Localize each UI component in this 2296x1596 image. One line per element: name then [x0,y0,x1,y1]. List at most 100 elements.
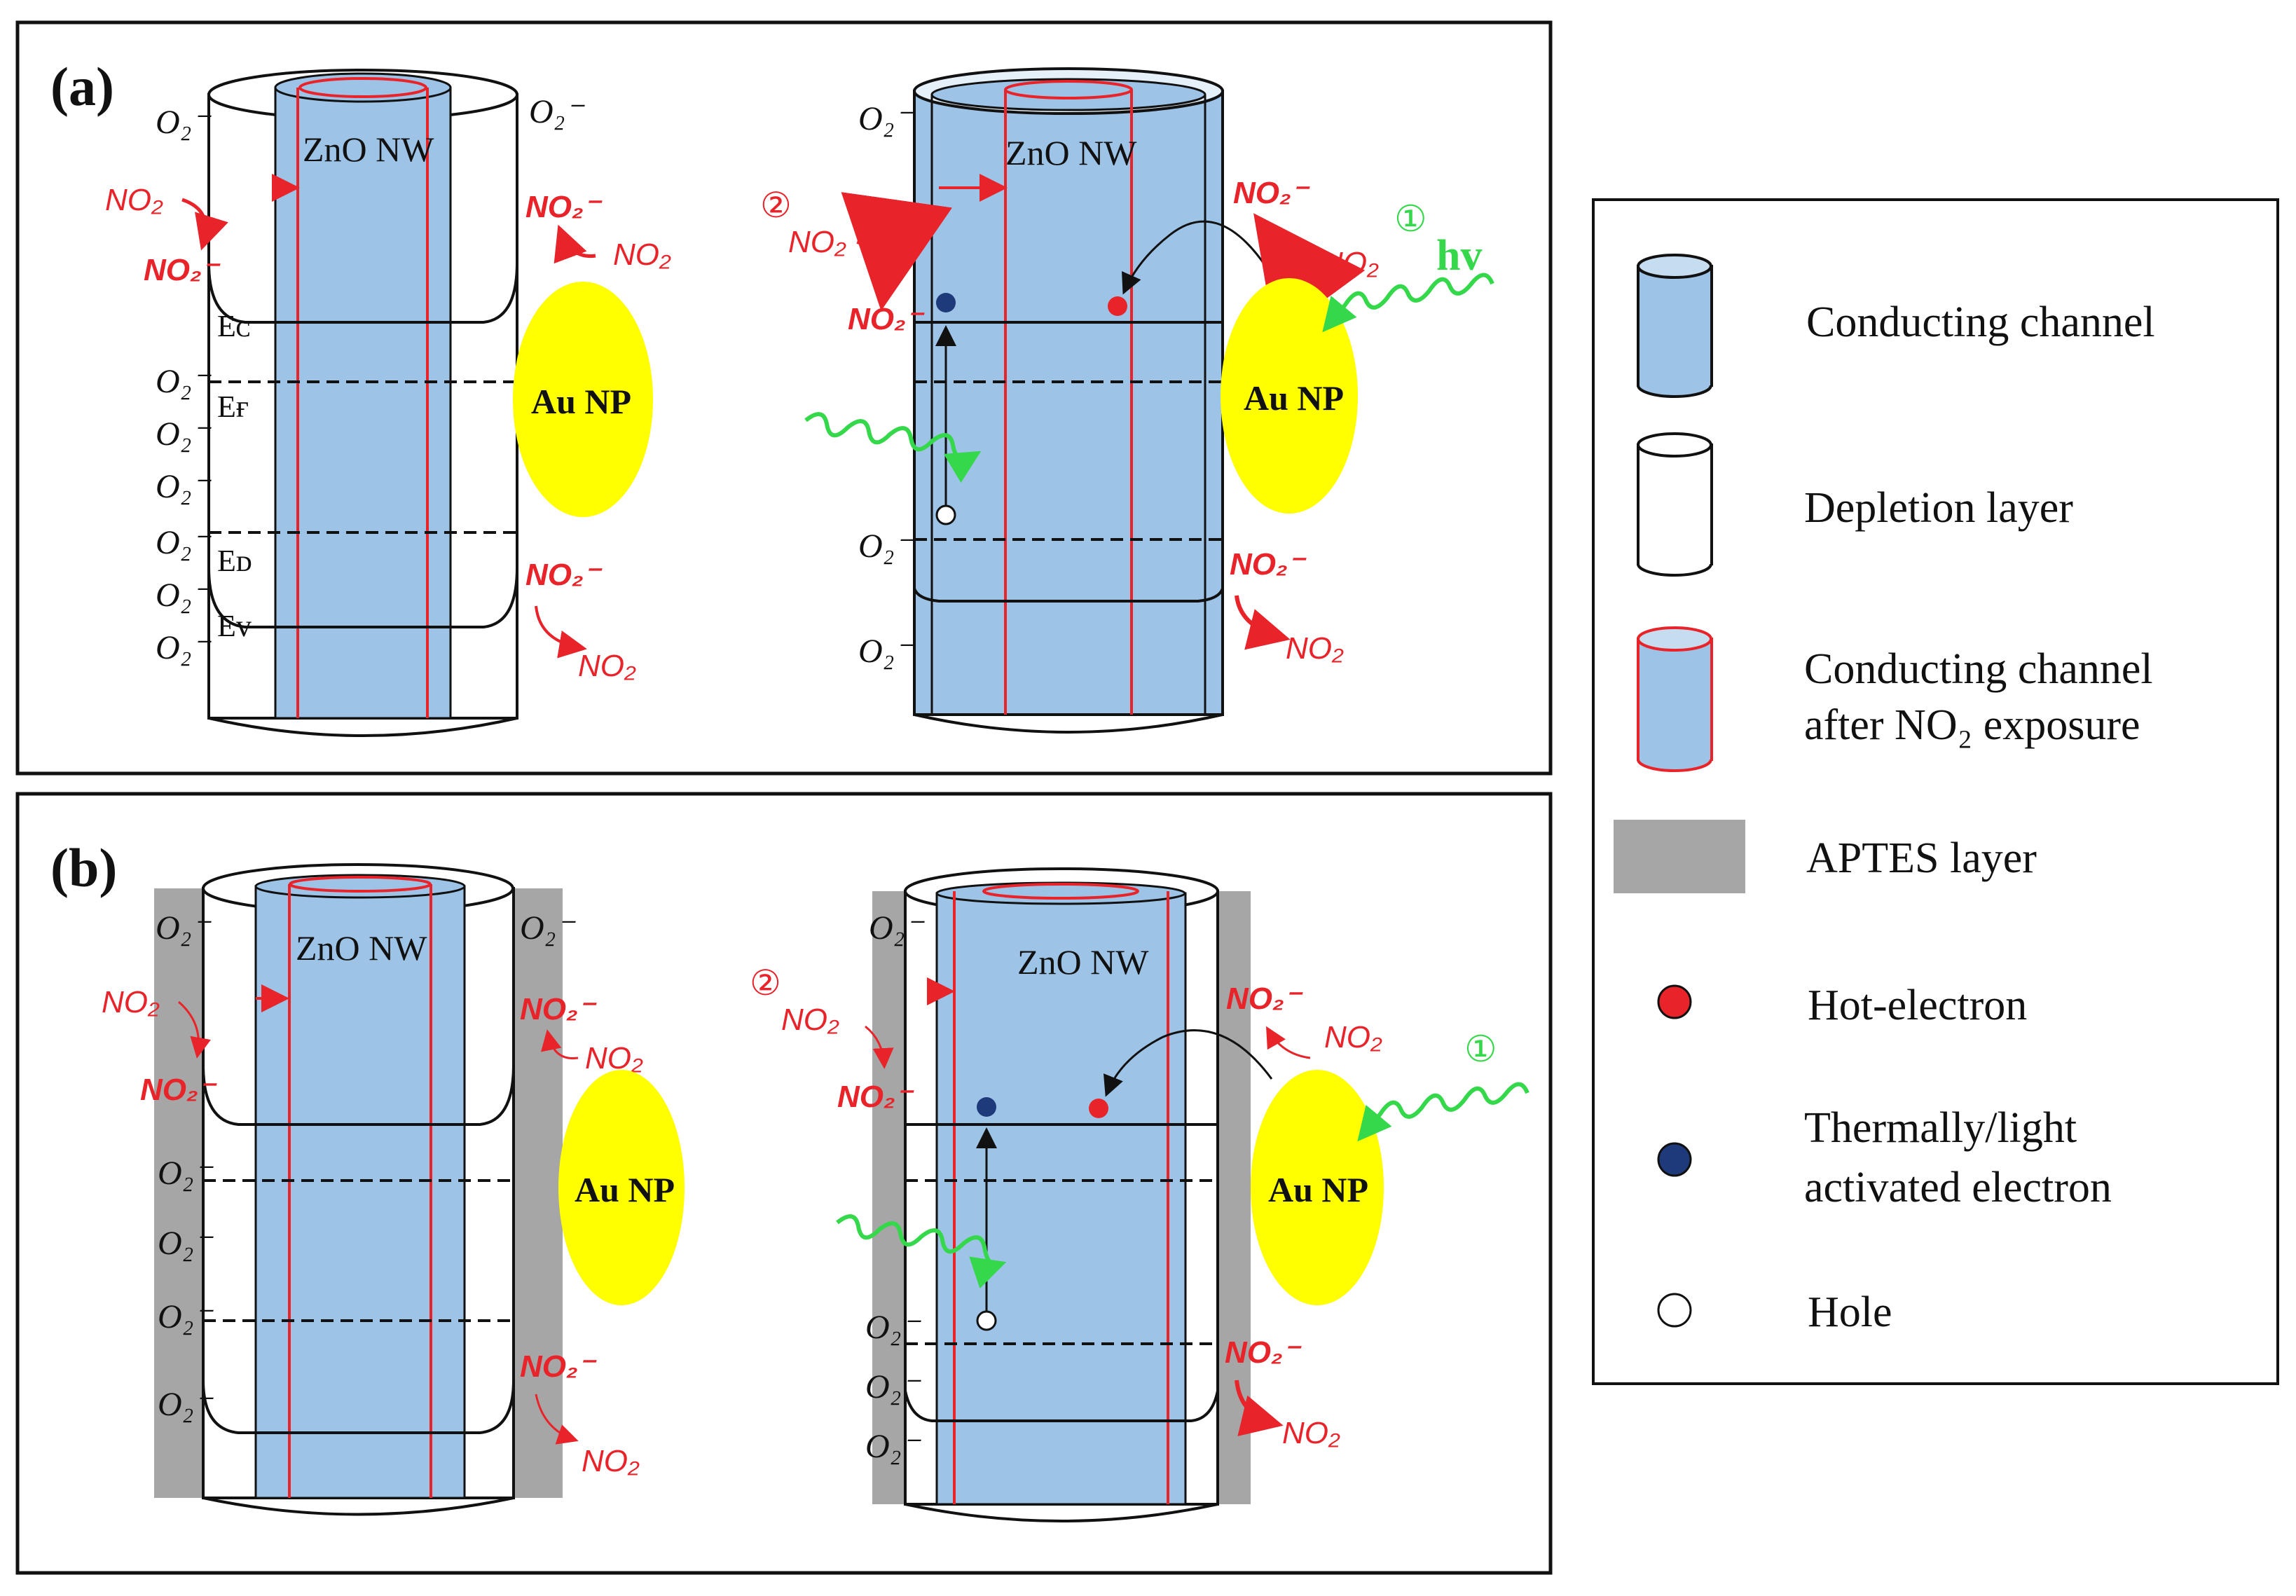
no2-label: NO₂ [102,985,160,1019]
panel-a-frame [15,20,1553,776]
legend-conducting-channel-icon [1637,254,1713,398]
no2-minus-label: NO₂⁻ [525,190,603,224]
aptes-layer [154,888,202,1498]
no2-label: NO₂ [585,1041,643,1075]
oxygen-ion: O₂⁻ [520,909,576,947]
legend-thermal-line2: activated electron [1804,1164,2112,1211]
legend-hole: Hole [1808,1288,1892,1336]
step-2-marker: ② [750,963,781,1003]
step-1-marker: ① [1394,199,1427,240]
no2-label: NO₂ [788,225,846,259]
panel-b-right-nanowire: ZnO NW [872,867,1273,1522]
no2-minus-label: NO₂⁻ [1230,547,1307,582]
oxygen-ion: O₂⁻ [156,577,212,614]
nanowire-label: ZnO NW [1005,133,1137,172]
panel-a-left-nanowire: ZnO NW Eᴄ Eғ Eᴅ Eᴠ [207,69,518,737]
gold-nanoparticle [513,282,653,517]
legend-frame [1592,198,2279,1385]
oxygen-ion: O₂⁻ [158,1298,214,1335]
panel-b-left-oxygen-labels: O₂⁻ O₂⁻ O₂⁻ O₂⁻ O₂⁻ O₂⁻ [156,909,576,1423]
oxygen-ion: O₂⁻ [158,1155,214,1192]
legend-depletion-layer: Depletion layer [1804,484,2073,532]
hole [935,504,956,525]
panel-b-left-no2: NO₂ NO₂⁻ NO₂⁻ NO₂ NO₂⁻ NO₂ [102,985,643,1478]
ef-level: Eғ [217,390,249,424]
step-2-marker: ② [760,186,792,225]
au-np-label: Au NP [531,382,631,421]
legend-depletion-layer-icon [1637,432,1713,577]
no2-minus-label: NO₂⁻ [1226,982,1303,1016]
oxygen-ion: O₂⁻ [156,909,212,947]
panel-a-right-no2: ② NO₂ NO₂⁻ NO₂⁻ NO₂ NO₂⁻ NO₂ [760,176,1379,666]
ec-level: Eᴄ [217,309,251,343]
panel-b-label: (b) [50,837,117,898]
oxygen-ion: O₂⁻ [158,1225,214,1262]
legend-hot-electron-icon [1657,984,1692,1019]
photon-label: hv [1436,232,1482,280]
aptes-layer [872,891,904,1504]
panel-b-right-oxygen-labels: O₂⁻ O₂⁻ O₂⁻ O₂⁻ [865,909,925,1465]
no2-minus-label: NO₂⁻ [1233,176,1310,210]
gold-nanoparticle [1251,1070,1384,1305]
legend-hole-icon [1657,1293,1692,1328]
ed-level: Eᴅ [217,544,252,578]
ev-level: Eᴠ [217,609,252,643]
conducting-channel [274,86,452,720]
panel-a-left-au-np: Au NP [513,282,653,517]
panel-b-right-no2: ② NO₂ NO₂⁻ NO₂⁻ NO₂ NO₂⁻ NO₂ [750,963,1382,1450]
panel-a-right-nanowire: ZnO NW [913,67,1270,734]
no2-minus-label: NO₂⁻ [837,1080,914,1114]
legend-channel-after-no2-icon [1637,626,1713,772]
oxygen-ion: O₂⁻ [858,528,914,565]
light-wave-icon [1357,1082,1529,1142]
gold-nanoparticle [558,1070,685,1305]
legend-aptes-icon [1614,820,1745,893]
no2-minus-label: NO₂⁻ [520,992,597,1026]
no2-minus-label: NO₂⁻ [140,1073,217,1107]
nanowire-label: ZnO NW [296,928,427,968]
hot-electron [1089,1099,1108,1118]
oxygen-ion: O₂⁻ [865,1309,921,1346]
panel-a-left-oxygen-labels: O₂⁻ O₂⁻ O₂⁻ O₂⁻ O₂⁻ O₂⁻ O₂⁻ O₂⁻ [156,93,585,666]
light-wave-icon [1322,273,1494,333]
panel-b-frame [15,792,1553,1575]
panel-b-left-au-np: Au NP [558,1070,685,1305]
legend-aptes: APTES layer [1806,834,2037,882]
no2-minus-label: NO₂⁻ [1225,1335,1302,1370]
au-np-label: Au NP [1268,1170,1368,1209]
oxygen-ion: O₂⁻ [869,909,925,947]
legend: Conducting channel Depletion layer Condu… [1614,254,2155,1336]
thermal-electron [936,293,956,312]
legend-conducting-channel: Conducting channel [1806,298,2155,346]
panel-a-left-no2: NO₂ NO₂⁻ NO₂⁻ NO₂ NO₂⁻ NO₂ [105,183,671,683]
no2-minus-label: NO₂⁻ [520,1349,597,1384]
no2-minus-label: NO₂⁻ [525,558,603,592]
panel-b-light: ① [836,1029,1529,1289]
au-np-label: Au NP [1244,378,1344,418]
no2-label: NO₂ [613,238,671,272]
no2-label: NO₂ [1286,631,1344,666]
step-1-marker: ① [1464,1029,1497,1070]
no2-label: NO₂ [578,649,636,683]
oxygen-ion: O₂⁻ [865,1428,921,1465]
no2-label: NO₂ [1282,1416,1340,1450]
gold-nanoparticle [1221,278,1358,514]
no2-minus-label: NO₂⁻ [144,253,221,287]
oxygen-ion: O₂⁻ [156,415,212,453]
hot-electron [1108,296,1127,316]
no2-label: NO₂ [781,1003,839,1037]
oxygen-ion: O₂⁻ [156,524,212,561]
light-wave-icon [836,1214,1007,1289]
no2-label: NO₂ [1324,1020,1382,1054]
oxygen-ion: O₂⁻ [156,104,212,141]
oxygen-ion: O₂⁻ [158,1386,214,1423]
no2-label: NO₂ [1321,246,1379,280]
legend-thermal-line1: Thermally/light [1804,1104,2077,1152]
nanowire-label: ZnO NW [303,130,434,169]
panel-a-light: ① hv [804,199,1494,483]
legend-hot-electron: Hot-electron [1808,982,2027,1029]
oxygen-ion: O₂⁻ [156,363,212,400]
legend-after-line1: Conducting channel [1804,645,2153,693]
thermal-electron [977,1097,996,1117]
